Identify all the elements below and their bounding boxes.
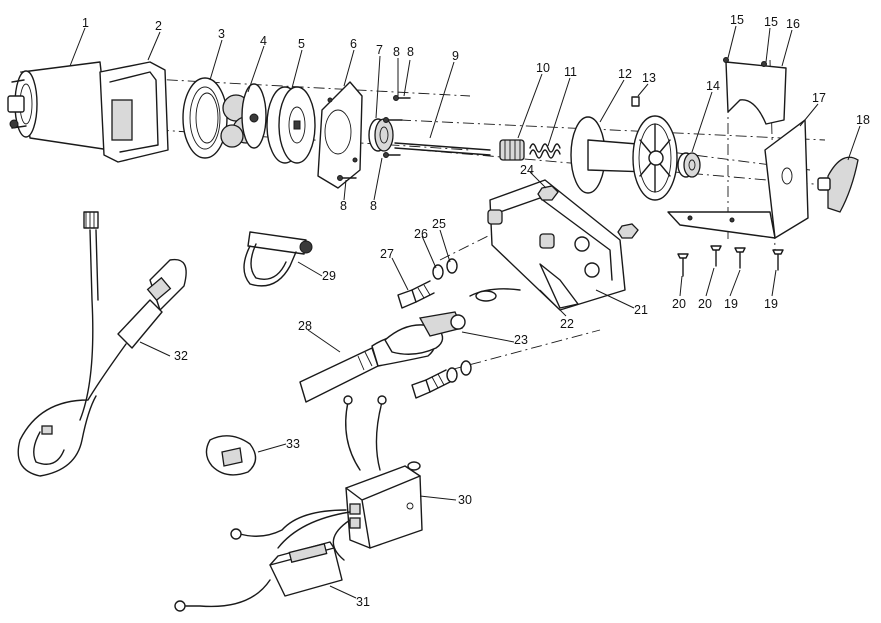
- callout-23: 23: [514, 333, 528, 347]
- callout-30: 30: [458, 493, 472, 507]
- callout-14: 14: [706, 79, 720, 93]
- callout-18: 18: [856, 113, 870, 127]
- bushing: [368, 118, 394, 152]
- switch-cover: [205, 435, 257, 476]
- solenoid: [174, 509, 351, 612]
- drum-bushing: [677, 152, 701, 178]
- callout-8d: 8: [370, 199, 377, 213]
- washers: [432, 258, 472, 383]
- clutch-gear: [499, 139, 525, 161]
- gear-carrier: [266, 86, 316, 164]
- tie-bar-cover: [723, 57, 787, 125]
- ring-gear: [182, 77, 228, 159]
- callout-15a: 15: [730, 13, 744, 27]
- callout-33: 33: [286, 437, 300, 451]
- clutch-knob: [817, 156, 859, 213]
- callout-28: 28: [298, 319, 312, 333]
- set-screw: [631, 96, 640, 107]
- callout-19a: 19: [724, 297, 738, 311]
- lock-nuts: [537, 185, 639, 239]
- motor-bracket: [99, 61, 169, 163]
- remote-control: [17, 211, 187, 477]
- motor: [7, 61, 111, 151]
- callout-2: 2: [155, 19, 162, 33]
- leader-lines: [69, 25, 861, 599]
- callout-8a: 8: [393, 45, 400, 59]
- drive-shaft: [394, 142, 491, 156]
- shackle: [243, 231, 313, 287]
- callout-6: 6: [350, 37, 357, 51]
- roller-fairlead: [487, 179, 626, 311]
- callout-5: 5: [298, 37, 305, 51]
- base-bolts: [677, 245, 784, 277]
- callout-22: 22: [560, 317, 574, 331]
- callout-4: 4: [260, 34, 267, 48]
- callout-11: 11: [564, 65, 577, 79]
- callout-19b: 19: [764, 297, 778, 311]
- callout-21: 21: [634, 303, 648, 317]
- callout-7: 7: [376, 43, 383, 57]
- screws-8: [337, 95, 411, 181]
- winch-hook: [384, 288, 521, 355]
- callout-25: 25: [432, 217, 446, 231]
- callout-29: 29: [322, 269, 336, 283]
- callout-16: 16: [786, 17, 800, 31]
- spring: [529, 143, 561, 159]
- mount-bolts: [397, 280, 451, 399]
- callout-1: 1: [82, 16, 89, 30]
- callout-labels: 1 2 3 4 5 6 7 8 8 8 8 9 10 11 12 13 14 1…: [82, 13, 870, 609]
- callout-3: 3: [218, 27, 225, 41]
- cable-drum: [570, 115, 678, 201]
- control-box: [343, 395, 423, 549]
- callout-32: 32: [174, 349, 188, 363]
- callout-15b: 15: [764, 15, 778, 29]
- callout-27: 27: [380, 247, 394, 261]
- callout-13: 13: [642, 71, 656, 85]
- callout-12: 12: [618, 67, 632, 81]
- callout-17: 17: [812, 91, 826, 105]
- callout-8c: 8: [340, 199, 347, 213]
- callout-24: 24: [520, 163, 534, 177]
- callout-9: 9: [452, 49, 459, 63]
- end-bracket: [667, 119, 809, 239]
- callout-8b: 8: [407, 45, 414, 59]
- drum-support-plate: [317, 81, 363, 189]
- callout-20b: 20: [698, 297, 712, 311]
- callout-31: 31: [356, 595, 370, 609]
- callout-26: 26: [414, 227, 428, 241]
- callout-20a: 20: [672, 297, 686, 311]
- callout-10: 10: [536, 61, 550, 75]
- planetary-gear-set: [220, 83, 267, 149]
